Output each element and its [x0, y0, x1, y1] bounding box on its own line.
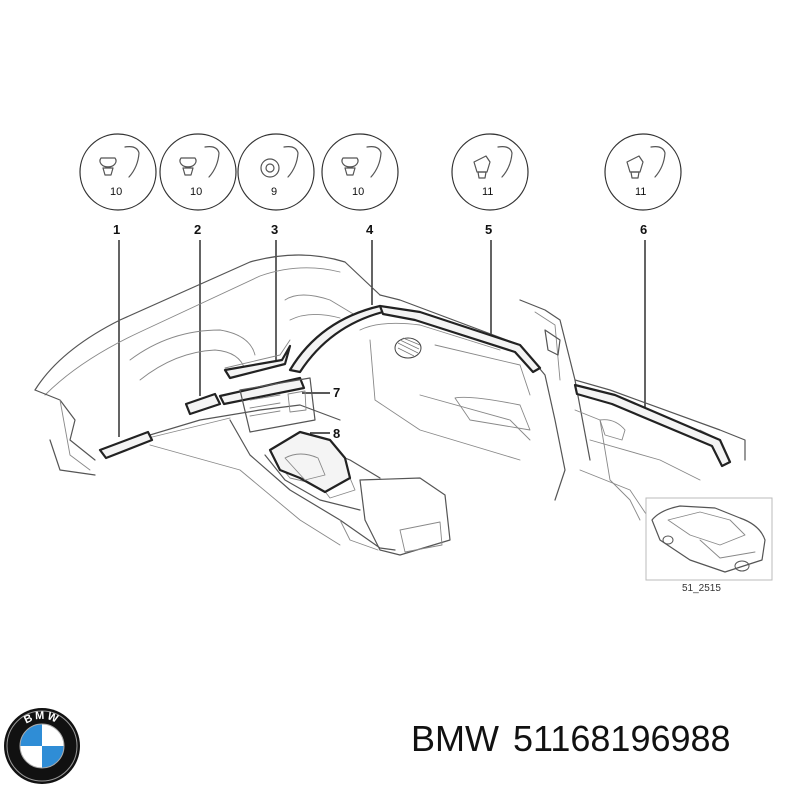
ref-number-2: 2: [194, 222, 201, 237]
clip-icon: [341, 146, 382, 178]
clip-icon: [99, 146, 140, 178]
ref-number-3: 3: [271, 222, 278, 237]
trim-strip-2: [184, 392, 222, 416]
trim-strips: [98, 304, 732, 494]
logo-letters: BMW: [22, 710, 61, 727]
screw-icon: [260, 146, 299, 178]
callout-5: 11: [451, 133, 529, 211]
callout-part-number: 11: [635, 186, 646, 198]
console-trim-8: [268, 430, 352, 494]
trim-strip-1: [98, 430, 154, 460]
callout-4: 10: [321, 133, 399, 211]
ref-number-1: 1: [113, 222, 120, 237]
clip-icon: [473, 146, 513, 179]
ref-number-6: 6: [640, 222, 647, 237]
ref-number-5: 5: [485, 222, 492, 237]
speaker-grille: [394, 337, 422, 359]
callout-1: 10: [79, 133, 157, 211]
clip-icon: [179, 146, 220, 178]
trim-strip-4: [288, 304, 385, 374]
callout-part-number: 10: [352, 186, 364, 198]
part-number: 51168196988: [512, 718, 731, 759]
trim-strip-3: [223, 344, 292, 380]
callout-2: 10: [159, 133, 237, 211]
leader-lines: [118, 240, 646, 437]
bmw-logo: BMW: [4, 708, 80, 784]
inset-car-thumbnail: 51_2515: [645, 497, 773, 594]
ref-number-4: 4: [366, 222, 374, 237]
inset-code: 51_2515: [682, 583, 721, 594]
part-caption: BMW 51168196988: [411, 718, 745, 760]
clip-icon: [626, 146, 666, 179]
callout-part-number: 10: [110, 186, 122, 198]
callout-part-number: 10: [190, 186, 202, 198]
center-panel-7: [239, 377, 316, 433]
trim-strip-5: [378, 304, 542, 374]
ref-number-8: 8: [333, 426, 340, 441]
callout-part-number: 11: [482, 186, 493, 198]
callout-3: 9: [237, 133, 315, 211]
callout-part-number: 9: [271, 186, 277, 198]
callout-6: 11: [604, 133, 682, 211]
brand-name: BMW: [411, 718, 499, 759]
ref-number-7: 7: [333, 385, 340, 400]
trim-strip-6: [573, 383, 732, 468]
trim-strip-center-7: [218, 376, 306, 406]
